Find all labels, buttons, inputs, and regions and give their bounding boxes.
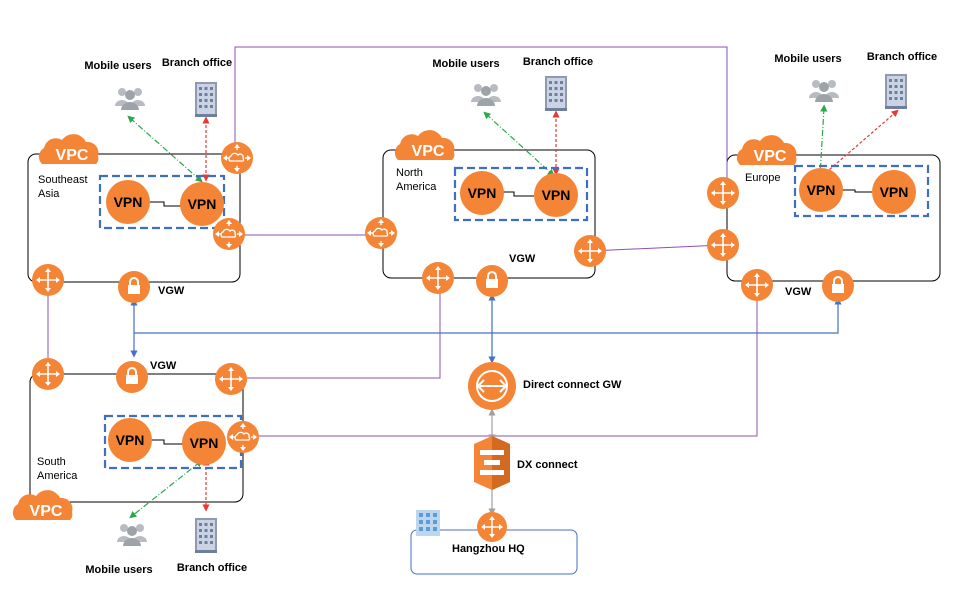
- direct-connect-gw-label: Direct connect GW: [523, 379, 622, 391]
- vpn-node: VPN: [182, 421, 226, 465]
- vpn-node: VPN: [534, 173, 578, 217]
- hq-building-icon: [416, 510, 440, 536]
- router-icon: [421, 261, 455, 295]
- router-icon: [573, 234, 607, 268]
- users-icon: [117, 524, 147, 546]
- vgw-label: VGW: [150, 360, 177, 372]
- vgw-label: VGW: [509, 253, 536, 265]
- svg-text:VPN: VPN: [114, 194, 143, 210]
- vpn-node: VPN: [872, 170, 916, 214]
- router-icon: [740, 268, 774, 302]
- vgw-label: VGW: [785, 286, 812, 298]
- vpc-cloud-icon: VPC: [38, 134, 99, 164]
- region-label: America: [396, 181, 437, 193]
- svg-text:VPC: VPC: [56, 147, 89, 164]
- router-icon: [706, 228, 740, 262]
- lock-icon: [475, 264, 509, 298]
- svg-text:VPC: VPC: [30, 503, 63, 520]
- vpn-groups: [98, 164, 930, 470]
- vpc-cloud-icon: VPC: [736, 135, 797, 165]
- building-icon: [195, 82, 217, 117]
- router-icon: [214, 362, 248, 396]
- users-icon: [809, 80, 839, 102]
- region-label: Europe: [745, 172, 780, 184]
- mobile-users-label: Mobile users: [84, 60, 151, 72]
- lock-icon: [115, 360, 149, 394]
- lock-icon: [821, 269, 855, 303]
- svg-text:VPC: VPC: [412, 143, 445, 160]
- branch-office-label: Branch office: [523, 56, 593, 68]
- lock-icon: [117, 270, 151, 304]
- building-icon: [545, 76, 567, 111]
- branch-office-label: Branch office: [867, 51, 937, 63]
- direct-connect-gateway-icon: [468, 362, 516, 410]
- branch-office-label: Branch office: [162, 57, 232, 69]
- vpn-node: VPN: [799, 168, 843, 212]
- svg-text:VPN: VPN: [542, 187, 571, 203]
- vgw-label: VGW: [158, 285, 185, 297]
- vpn-tunnels: [150, 189, 872, 445]
- region-label: North: [396, 167, 423, 179]
- svg-text:VPN: VPN: [807, 182, 836, 198]
- region-label: South: [37, 456, 66, 468]
- vpc-cloud-icon: VPC: [12, 490, 73, 520]
- dx-connect-label: DX connect: [517, 459, 578, 471]
- svg-text:VPC: VPC: [754, 148, 787, 165]
- svg-text:VPN: VPN: [468, 185, 497, 201]
- dx-connect-icon: [474, 436, 510, 490]
- router-icon: [364, 216, 398, 250]
- mobile-users-label: Mobile users: [85, 564, 152, 576]
- building-icon: [195, 518, 217, 553]
- branch-office-label: Branch office: [177, 562, 247, 574]
- building-icon: [885, 74, 907, 109]
- router-icon: [31, 357, 65, 391]
- router-icon: [477, 512, 507, 542]
- mobile-users-label: Mobile users: [432, 58, 499, 70]
- vgw-links: [130, 293, 842, 364]
- router-icon: [706, 176, 740, 210]
- vpn-node: VPN: [180, 182, 224, 226]
- svg-text:VPN: VPN: [116, 432, 145, 448]
- router-icon: [212, 217, 246, 251]
- vpc-cloud-icon: VPC: [394, 130, 455, 160]
- svg-text:VPN: VPN: [190, 435, 219, 451]
- vpn-node: VPN: [108, 418, 152, 462]
- vpn-node: VPN: [460, 171, 504, 215]
- vpc-peering-links: [47, 46, 758, 437]
- hq-label: Hangzhou HQ: [452, 543, 525, 555]
- vpn-node: VPN: [106, 180, 150, 224]
- svg-text:VPN: VPN: [880, 184, 909, 200]
- router-icon: [220, 141, 254, 175]
- region-label: Asia: [38, 188, 60, 200]
- region-label: America: [37, 470, 78, 482]
- router-icon: [226, 420, 260, 454]
- users-icon: [115, 88, 145, 110]
- svg-text:VPN: VPN: [188, 196, 217, 212]
- mobile-users-label: Mobile users: [774, 53, 841, 65]
- router-icon: [31, 263, 65, 297]
- users-icon: [471, 84, 501, 106]
- region-label: Southeast: [38, 174, 88, 186]
